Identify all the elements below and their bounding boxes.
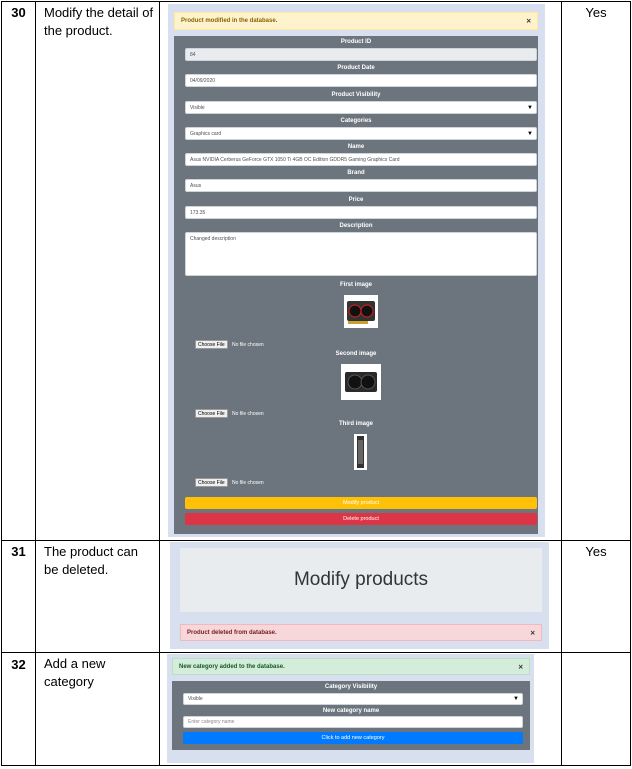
alert-text: Product deleted from database. <box>187 630 277 636</box>
table-border-bottom <box>1 765 631 766</box>
add-category-button[interactable]: Click to add new category <box>183 732 523 744</box>
alert-text: New category added to the database. <box>179 664 285 670</box>
page-heading: Modify products <box>180 548 542 612</box>
no-file-text: No file chosen <box>232 411 264 417</box>
screenshot-modify-product: Product modified in the database. × Prod… <box>168 4 545 537</box>
graphics-card-image <box>354 434 367 470</box>
alert-text: Product modified in the database. <box>181 18 278 24</box>
category-name-input[interactable]: Enter category name <box>183 716 523 728</box>
delete-product-button[interactable]: Delete product <box>185 513 537 525</box>
row-description: Add a new category <box>44 656 106 689</box>
row-result: Yes <box>585 5 607 20</box>
no-file-text: No file chosen <box>232 342 264 348</box>
category-visibility-select[interactable]: Visible ▼ <box>183 693 523 705</box>
row-divider <box>1 652 631 653</box>
product-visibility-select[interactable]: Visible ▼ <box>185 101 537 114</box>
third-image-label: Third image <box>338 421 373 427</box>
new-category-name-label: New category name <box>322 708 380 714</box>
row-divider <box>1 540 631 541</box>
product-date-label: Product Date <box>337 65 375 71</box>
col-divider <box>561 1 562 766</box>
table-border-right <box>630 1 631 766</box>
success-alert: Product modified in the database. × <box>174 12 538 30</box>
row-number: 32 <box>11 657 26 672</box>
price-label: Price <box>348 197 364 203</box>
select-value: Visible <box>190 104 205 111</box>
category-form: Category Visibility Visible ▼ New catego… <box>172 681 530 750</box>
row-number: 30 <box>11 5 26 20</box>
col-divider <box>35 1 36 766</box>
name-field[interactable]: Asus NVIDIA Cerberus GeForce GTX 1050 Ti… <box>185 153 537 166</box>
graphics-card-image <box>341 364 381 400</box>
first-image-label: First image <box>339 282 372 288</box>
choose-file-button[interactable]: Choose File <box>195 409 228 418</box>
close-icon[interactable]: × <box>518 662 523 671</box>
row-number: 31 <box>11 544 26 559</box>
product-visibility-label: Product Visibility <box>331 92 381 98</box>
table-border-left <box>1 1 2 766</box>
description-label: Description <box>339 223 373 229</box>
categories-select[interactable]: Graphics card ▼ <box>185 127 537 140</box>
second-image-label: Second image <box>335 351 377 357</box>
category-visibility-label: Category Visibility <box>324 684 378 690</box>
graphics-card-image <box>344 295 378 328</box>
name-label: Name <box>347 144 365 150</box>
brand-label: Brand <box>347 170 365 176</box>
select-value: Graphics card <box>190 130 222 137</box>
choose-file-button[interactable]: Choose File <box>195 340 228 349</box>
col-divider <box>159 1 160 766</box>
close-icon[interactable]: × <box>530 628 535 637</box>
product-id-label: Product ID <box>340 39 372 45</box>
modify-product-button[interactable]: Modify product <box>185 497 537 509</box>
caret-down-icon: ▼ <box>513 696 519 702</box>
caret-down-icon: ▼ <box>527 104 533 111</box>
brand-field[interactable]: Asus <box>185 179 537 192</box>
product-id-field[interactable]: 84 <box>185 48 537 61</box>
select-value: Visible <box>188 696 203 702</box>
choose-file-button[interactable]: Choose File <box>195 478 228 487</box>
caret-down-icon: ▼ <box>527 130 533 137</box>
price-field[interactable]: 173.35 <box>185 206 537 219</box>
danger-alert: Product deleted from database. × <box>180 624 542 641</box>
screenshot-add-category: New category added to the database. × Ca… <box>167 654 534 763</box>
screenshot-delete-product: Modify products Product deleted from dat… <box>170 542 549 649</box>
row-description: The product can be deleted. <box>44 544 138 577</box>
close-icon[interactable]: × <box>526 16 531 26</box>
no-file-text: No file chosen <box>232 480 264 486</box>
product-form: Product ID 84 Product Date 04/09/2020 Pr… <box>174 36 538 534</box>
table-border-top <box>1 1 631 2</box>
product-date-field[interactable]: 04/09/2020 <box>185 74 537 87</box>
categories-label: Categories <box>340 118 372 124</box>
row-description: Modify the detail of the product. <box>44 5 154 38</box>
row-result: Yes <box>585 544 607 559</box>
description-textarea[interactable]: Changed description <box>185 232 537 276</box>
success-alert: New category added to the database. × <box>172 658 530 675</box>
